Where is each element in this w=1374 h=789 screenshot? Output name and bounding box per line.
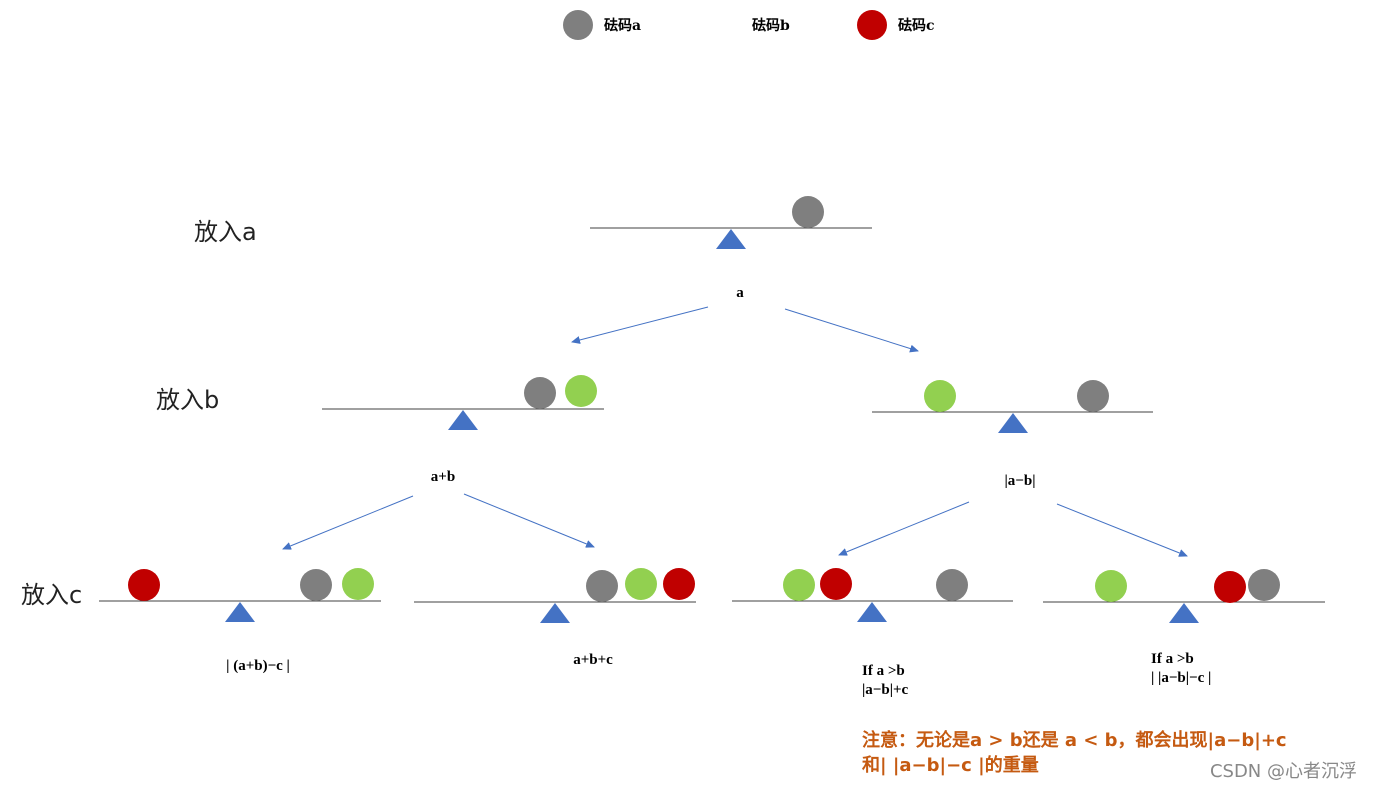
note-line-2: 和| |a−b|−c |的重量 [862, 754, 1039, 776]
legend-weight-c-dot [857, 10, 887, 40]
fulcrum [225, 602, 255, 622]
weight-c [663, 568, 695, 600]
watermark: CSDN @心者沉浮 [1210, 761, 1357, 782]
balance-ll [99, 568, 381, 622]
balance-rr [1043, 569, 1325, 623]
fulcrum [998, 413, 1028, 433]
weight-b [565, 375, 597, 407]
weight-a [586, 570, 618, 602]
expression-rl: |a−b|+c [862, 682, 909, 698]
legend-weight-a-dot [563, 10, 593, 40]
weight-c [820, 568, 852, 600]
weight-b [625, 568, 657, 600]
note-line-1: 注意：无论是a > b还是 a < b，都会出现|a−b|+c [862, 729, 1287, 751]
expression-root: a [736, 285, 744, 301]
expression-right: |a−b| [1005, 473, 1036, 489]
fulcrum [540, 603, 570, 623]
expression-rr-condition: If a >b [1151, 651, 1194, 667]
fulcrum [448, 410, 478, 430]
weight-a [936, 569, 968, 601]
weight-c [1214, 571, 1246, 603]
weight-b [1095, 570, 1127, 602]
expression-rl-condition: If a >b [862, 663, 905, 679]
balance-left [322, 375, 604, 430]
level-label-c: 放入c [21, 581, 82, 609]
fulcrum [1169, 603, 1199, 623]
balance-root [590, 196, 872, 249]
weight-b [924, 380, 956, 412]
arrow-left-left [282, 495, 414, 550]
balance-rl [732, 568, 1013, 622]
balance-lr [414, 568, 696, 623]
legend-weight-b-label: 砝码b [752, 17, 790, 34]
arrow-root-right [784, 308, 919, 353]
arrow-right-right [1056, 503, 1188, 557]
weight-a [524, 377, 556, 409]
expression-ll: | (a+b)−c | [226, 658, 290, 674]
arrow-left-right [463, 493, 595, 548]
legend-weight-a-label: 砝码a [604, 17, 641, 34]
weight-b [783, 569, 815, 601]
fulcrum [716, 229, 746, 249]
weight-a [792, 196, 824, 228]
balance-right [872, 380, 1153, 433]
legend-weight-c-label: 砝码c [898, 17, 935, 34]
weight-b [342, 568, 374, 600]
arrow-right-left [838, 501, 970, 556]
expression-lr: a+b+c [573, 652, 613, 668]
fulcrum [857, 602, 887, 622]
arrow-root-left [571, 306, 709, 344]
level-label-b: 放入b [156, 386, 219, 414]
expression-left: a+b [431, 469, 455, 485]
weight-a [1077, 380, 1109, 412]
level-label-a: 放入a [194, 218, 257, 246]
weight-c [128, 569, 160, 601]
weight-a [1248, 569, 1280, 601]
weight-a [300, 569, 332, 601]
expression-rr: | |a−b|−c | [1151, 670, 1211, 686]
